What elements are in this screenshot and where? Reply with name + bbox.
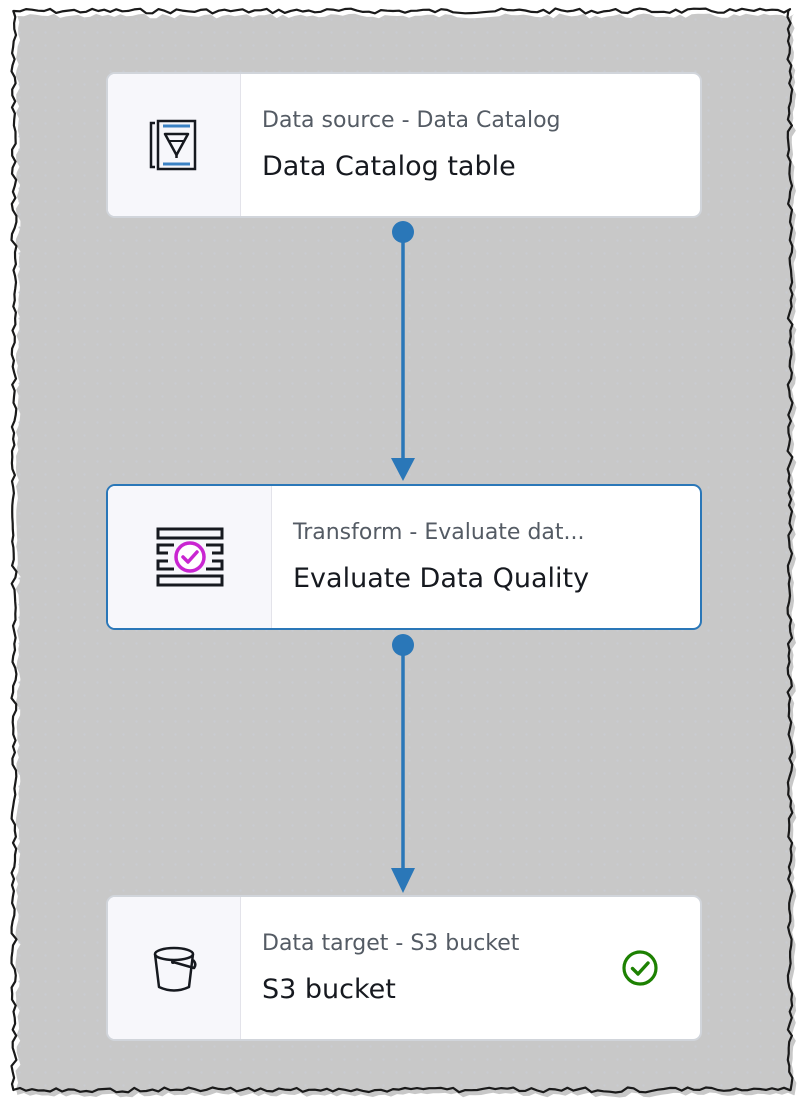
node-text: Data target - S3 bucket S3 bucket [241, 897, 700, 1039]
output-handle [392, 634, 414, 656]
arrow-head-icon [391, 868, 415, 893]
node-data-source[interactable]: Data source - Data Catalog Data Catalog … [106, 72, 702, 218]
node-text: Transform - Evaluate dat... Evaluate Dat… [272, 486, 700, 628]
node-subtitle: Data target - S3 bucket [262, 930, 520, 956]
node-data-target[interactable]: Data target - S3 bucket S3 bucket [106, 895, 702, 1041]
s3-bucket-icon [153, 946, 197, 992]
arrow-head-icon [391, 458, 415, 481]
edge-source-to-transform[interactable] [391, 221, 415, 481]
node-subtitle: Data source - Data Catalog [262, 107, 561, 133]
node-icon-cell [108, 897, 241, 1039]
node-icon-cell [108, 74, 241, 216]
node-transform-evaluate-data-quality[interactable]: Transform - Evaluate dat... Evaluate Dat… [106, 484, 702, 630]
node-subtitle: Transform - Evaluate dat... [293, 519, 585, 545]
node-title: Data Catalog table [262, 150, 516, 182]
node-title: S3 bucket [262, 973, 396, 1005]
node-text: Data source - Data Catalog Data Catalog … [241, 74, 700, 216]
evaluate-data-quality-icon [156, 527, 223, 587]
success-check-icon [622, 950, 658, 986]
output-handle [392, 221, 414, 243]
edge-transform-to-target[interactable] [391, 634, 415, 893]
data-catalog-table-icon [149, 119, 197, 171]
node-icon-cell [108, 486, 272, 628]
node-title: Evaluate Data Quality [293, 562, 590, 594]
